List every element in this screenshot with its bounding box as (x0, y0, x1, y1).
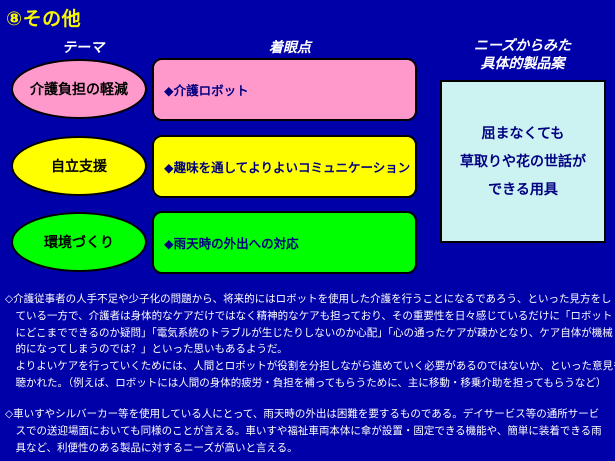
note-line: よりよいケアを行っていくためには、人間とロボットが役割を分担しながら進めていく必… (5, 360, 615, 373)
note-line: ◇介護従事者の人手不足や少子化の問題から、将来的にはロボットを使用した介護を行う… (5, 293, 612, 305)
header-focus: 着眼点 (269, 40, 311, 56)
focus-box-rainy-outing: ◆雨天時の外出への対応 (152, 211, 417, 274)
focus-box-care-robot: ◆介護ロボット (152, 58, 417, 121)
product-idea-box: 屈まなくても 草取りや花の世話が できる用具 (440, 80, 606, 243)
product-line3: できる用具 (488, 181, 558, 198)
note-rainy-outing: ◇車いすやシルバーカー等を使用している人にとって、雨天時の外出は困難を要するもの… (5, 406, 602, 456)
theme-oval-environment: 環境づくり (11, 212, 147, 272)
page-title: ⑧その他 (6, 8, 82, 30)
header-needs-line1: ニーズからみた (473, 38, 572, 54)
theme-oval-care-burden: 介護負担の軽減 (11, 59, 147, 119)
note-line: 具など、利便性のある製品に対するニーズが高いと言える。 (5, 441, 298, 454)
note-line: にどこまでできるのか疑問」「電気系統のトラブルが生じたりしないのか心配」「心の通… (5, 326, 613, 339)
theme-oval-independence: 自立支援 (11, 136, 147, 196)
product-line2: 草取りや花の世話が (460, 153, 586, 170)
note-robot-care: ◇介護従事者の人手不足や少子化の問題から、将来的にはロボットを使用した介護を行う… (5, 291, 615, 392)
note-line: ◇車いすやシルバーカー等を使用している人にとって、雨天時の外出は困難を要するもの… (5, 408, 600, 420)
focus-box-communication: ◆趣味を通してよりよいコミュニケーション (152, 135, 417, 198)
note-line: 的になってしまうのでは？」といった思いもあるようだ。 (5, 343, 288, 356)
header-needs-line2: 具体的製品案 (480, 56, 565, 72)
header-theme: テーマ (62, 40, 104, 56)
header-needs: ニーズからみた 具体的製品案 (440, 37, 605, 73)
product-line1: 屈まなくても (481, 125, 565, 142)
note-line: スでの送迎場面においても同様のことが言える。車いすや福祉車両本体に傘が設置・固定… (5, 424, 602, 437)
note-line: 聴かれた。（例えば、ロボットには人間の身体的疲労・負担を補ってもらうために、主に… (5, 376, 607, 389)
note-line: ている一方で、介護者は身体的なケアだけではなく精神的なケアも担っており、その重要… (5, 309, 613, 322)
